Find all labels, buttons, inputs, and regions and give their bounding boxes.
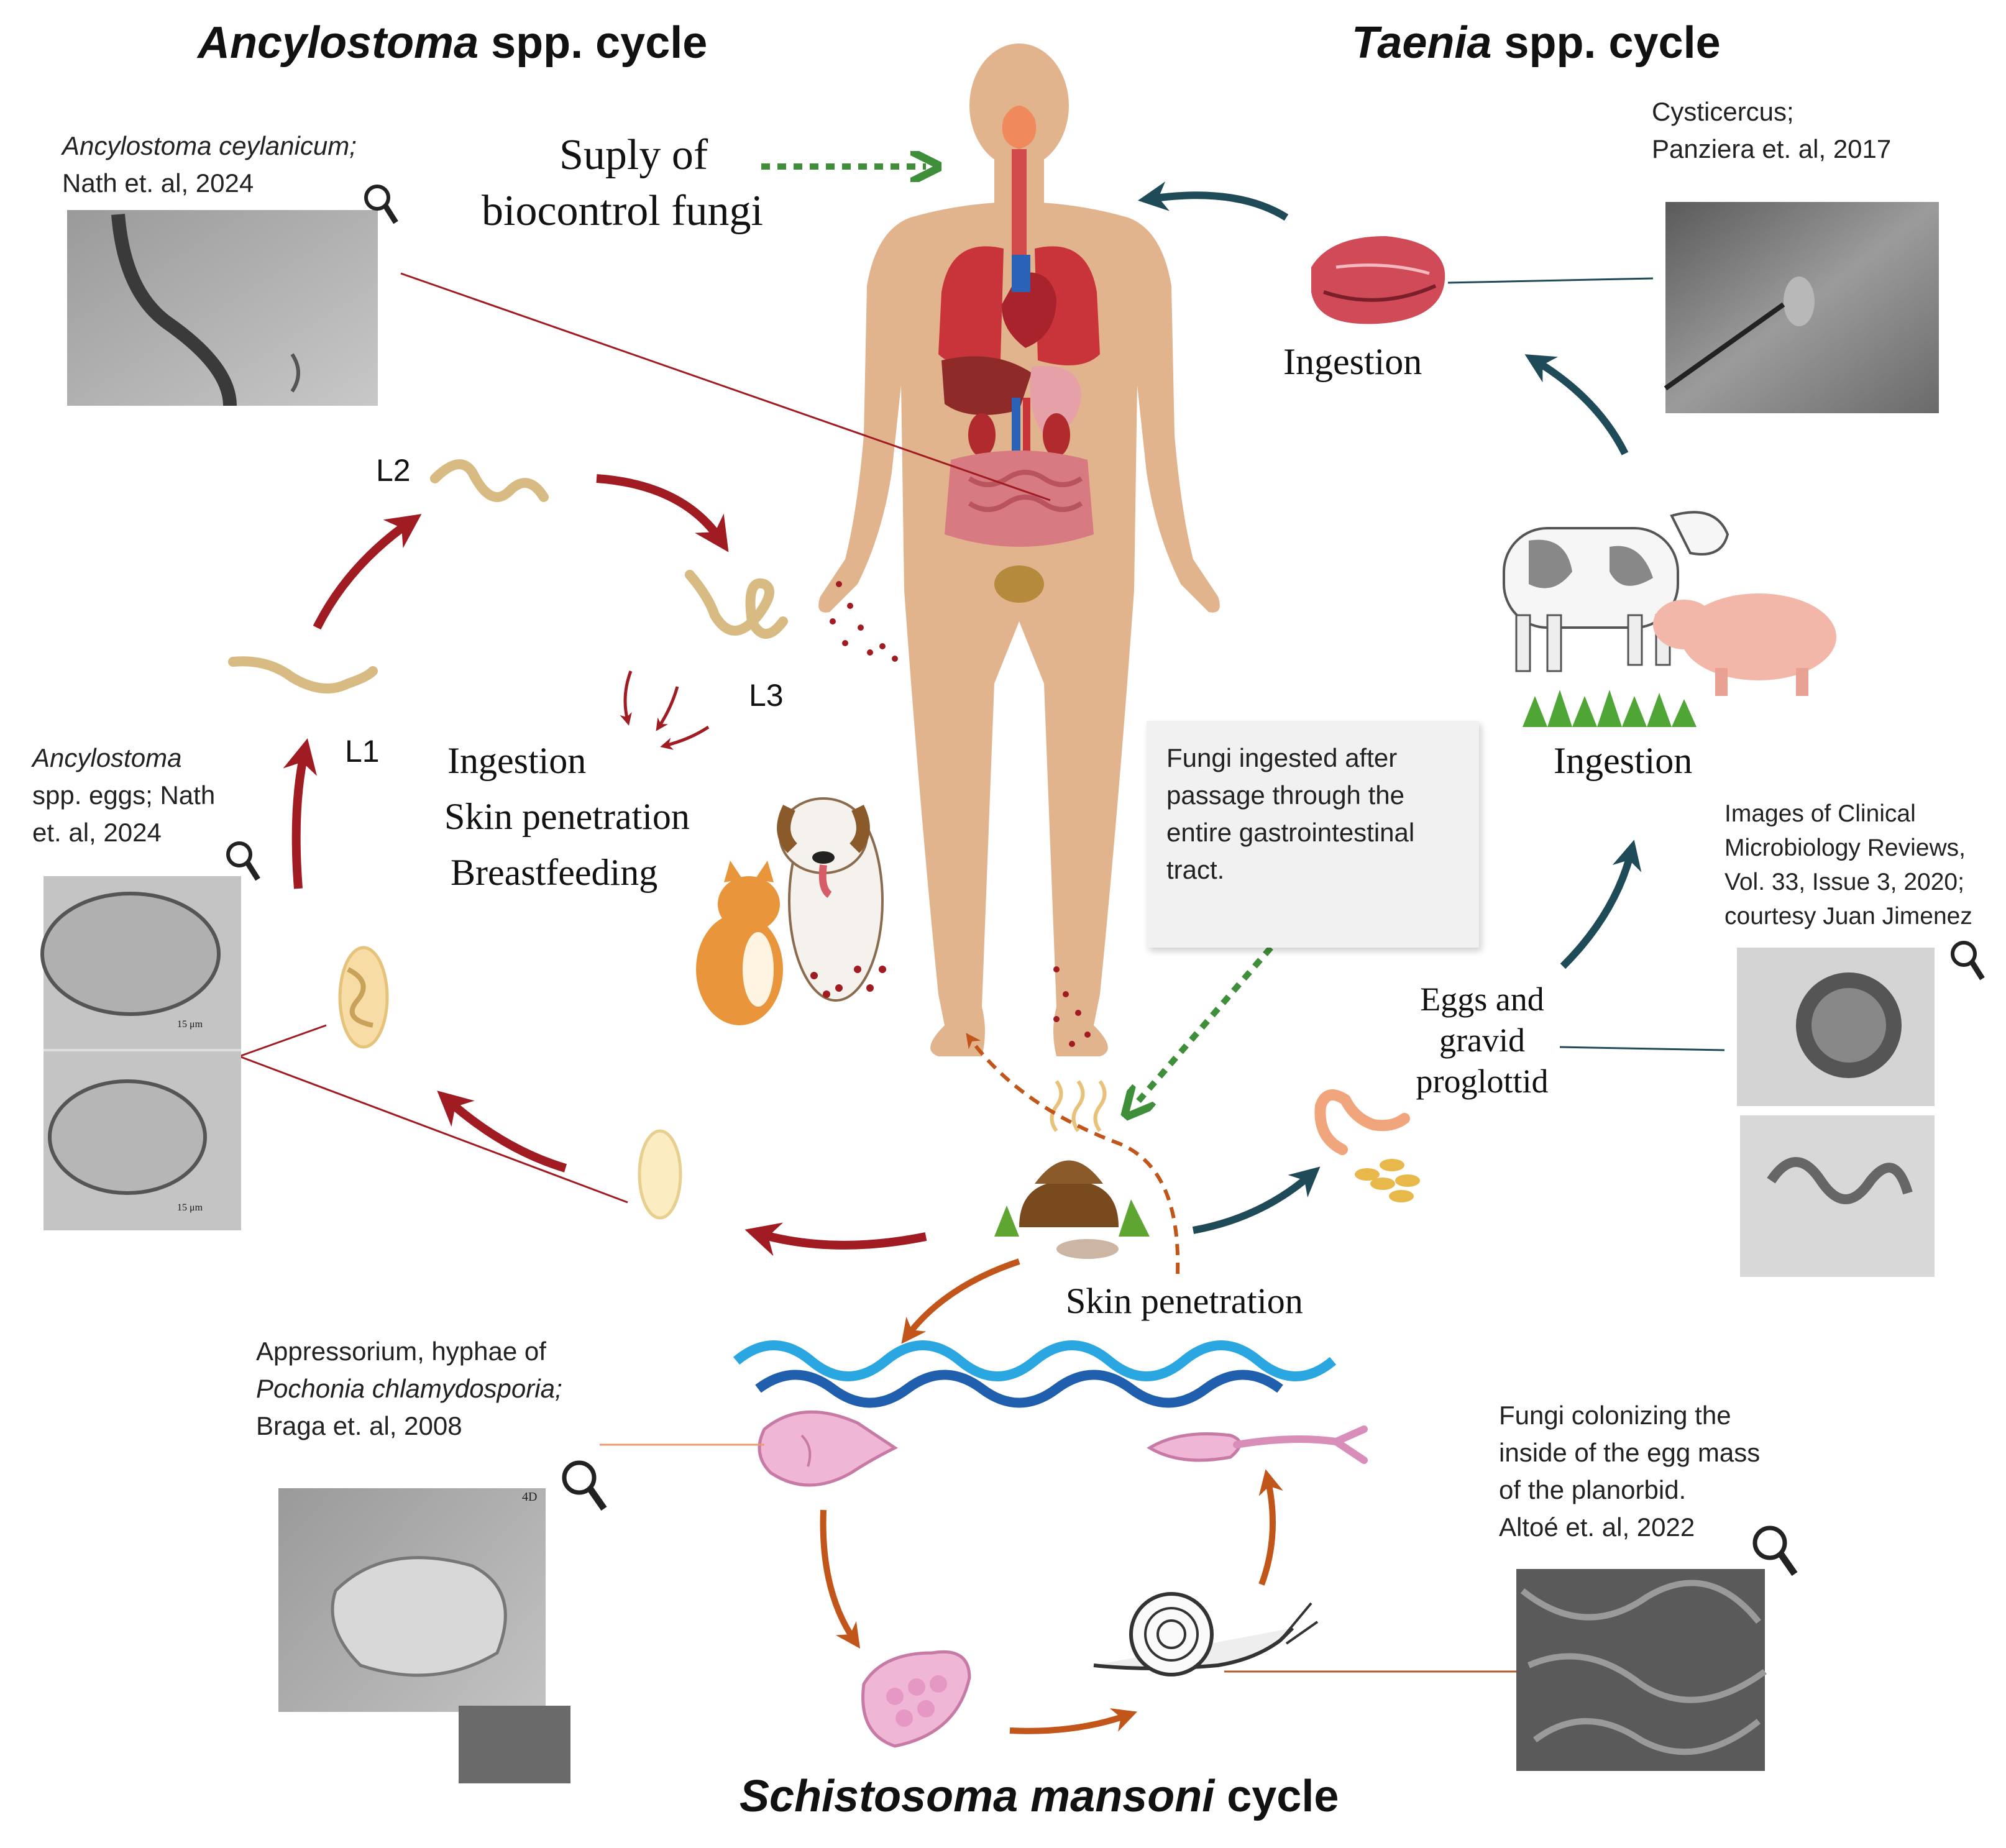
pig-illustration bbox=[1653, 593, 1836, 696]
fungi-supply-arrows bbox=[761, 167, 1273, 1106]
larvated-egg-illustration bbox=[338, 946, 389, 1049]
water-waves bbox=[733, 1340, 1337, 1408]
caption-cysticercus: Cysticercus;Panziera et. al, 2017 bbox=[1652, 97, 1892, 163]
label-l1: L1 bbox=[345, 734, 380, 769]
magnifier-icon bbox=[226, 841, 260, 881]
human-body-illustration bbox=[818, 43, 1220, 1056]
route-skin-penetration: Skin penetration bbox=[444, 796, 690, 837]
scale-bar-egg-1: 15 μm bbox=[177, 1019, 203, 1030]
sporocyst-illustration bbox=[861, 1650, 971, 1748]
larva-l1-shape bbox=[228, 656, 378, 693]
dog-cat-parasite-dots bbox=[810, 966, 886, 998]
micrograph-adult-worm bbox=[67, 210, 378, 406]
skin-penetration-dashed-path bbox=[966, 1033, 1180, 1274]
micrograph-panel-label: 4D bbox=[522, 1490, 538, 1504]
magnifier-icons bbox=[226, 185, 1985, 1576]
micrograph-appressorium bbox=[278, 1488, 570, 1786]
larva-l3-shape bbox=[685, 570, 788, 639]
miracidium-illustration bbox=[758, 1410, 898, 1487]
magnifier-icon bbox=[562, 1460, 607, 1511]
magnifier-icon bbox=[1951, 941, 1985, 981]
label-ingestion-animals: Ingestion bbox=[1554, 740, 1693, 781]
ancylostoma-larvae bbox=[228, 459, 788, 693]
route-breastfeeding: Breastfeeding bbox=[451, 852, 658, 893]
connector-lines bbox=[239, 272, 1725, 1673]
meat-illustration bbox=[1311, 236, 1445, 324]
snail-illustration bbox=[1093, 1592, 1319, 1676]
title-ancylostoma-cycle: Ancylostoma spp. cycle bbox=[198, 18, 708, 68]
scale-bar-egg-2: 15 μm bbox=[177, 1202, 203, 1213]
micrograph-cysticercus bbox=[1664, 202, 1939, 413]
taenia-cycle-arrows bbox=[1137, 181, 1642, 1234]
dog-illustration bbox=[777, 797, 884, 1002]
ancylostoma-egg-illustration bbox=[638, 1129, 682, 1220]
cow-illustration bbox=[1503, 511, 1729, 672]
route-ingestion: Ingestion bbox=[447, 740, 587, 781]
supply-line-1: Suply of bbox=[559, 131, 708, 179]
micrograph-taenia-egg bbox=[1737, 948, 1935, 1277]
title-schistosoma-cycle: Schistosoma mansoni cycle bbox=[740, 1772, 1339, 1821]
magnifier-icon bbox=[1752, 1526, 1798, 1576]
schistosoma-cycle-arrows bbox=[820, 1258, 1283, 1734]
grass-illustration bbox=[1523, 690, 1697, 727]
proglottid-illustration bbox=[1314, 1089, 1420, 1202]
cat-illustration bbox=[696, 861, 783, 1025]
larva-l2-shape bbox=[430, 459, 549, 502]
supply-line-2: biocontrol fungi bbox=[482, 187, 763, 235]
label-l2: L2 bbox=[376, 453, 411, 488]
magnifier-icon bbox=[364, 185, 398, 224]
label-skin-penetration: Skin penetration bbox=[1066, 1281, 1303, 1321]
label-l3: L3 bbox=[749, 678, 784, 713]
micrograph-fungi-colonizing bbox=[1516, 1569, 1767, 1771]
title-taenia-cycle: Taenia spp. cycle bbox=[1352, 18, 1721, 68]
cercaria-illustration bbox=[1147, 1425, 1368, 1464]
caption-ancylostoma-adult: Ancylostoma ceylanicum;Nath et. al, 2024 bbox=[62, 131, 357, 198]
feces-illustration bbox=[994, 1080, 1150, 1259]
micrograph-eggs bbox=[40, 876, 241, 1230]
ancylostoma-cycle-arrows bbox=[283, 474, 927, 1256]
ancylostoma-small-arrows bbox=[620, 670, 710, 750]
label-ingestion-meat: Ingestion bbox=[1283, 341, 1422, 382]
